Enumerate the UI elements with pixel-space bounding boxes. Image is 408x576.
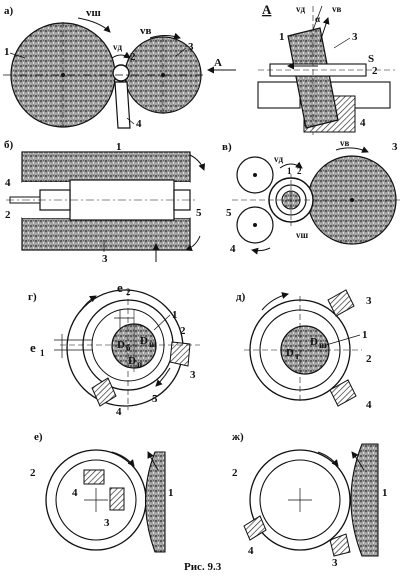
b-label-5: 5 [196, 207, 202, 219]
panel-d: д) D т D ш 3 1 2 4 [236, 289, 372, 411]
label-3: 3 [188, 41, 194, 53]
panel-zh-letter: ж) [232, 431, 244, 443]
e-label-3: 3 [104, 517, 110, 529]
d-label-2: 2 [366, 353, 372, 365]
view-v-drive: vв [332, 4, 342, 14]
zh-label-4: 4 [248, 545, 254, 557]
zh-label-1: 1 [382, 487, 388, 499]
v-label-1: 1 [287, 166, 292, 176]
g-label-4: 4 [116, 406, 122, 418]
v-label-vd: vд [274, 154, 284, 164]
panel-g: г) e 2 e 1 D б D ш D п 1 [28, 280, 200, 418]
label-1: 1 [4, 46, 10, 58]
g-e1: e [30, 340, 36, 355]
g-Db: D [117, 339, 125, 351]
view-label-2: 2 [372, 65, 378, 77]
g-Dsh: D [140, 335, 148, 347]
panel-d-letter: д) [236, 291, 246, 303]
d-Dsh-sub: ш [319, 340, 327, 350]
d-Dt: D [286, 347, 294, 359]
g-e1-sub: 1 [40, 348, 45, 358]
label-v-drive: vв [140, 25, 152, 37]
panel-g-letter: г) [28, 291, 37, 303]
panel-e: е) 2 4 3 1 [30, 431, 174, 553]
d-label-1: 1 [362, 329, 368, 341]
d-Dt-sub: т [295, 351, 300, 361]
v-label-3: 3 [392, 141, 398, 153]
d-label-3: 3 [366, 295, 372, 307]
g-label-2: 2 [180, 325, 186, 337]
view-alpha: α [315, 14, 320, 24]
e-label-2: 2 [30, 467, 36, 479]
view-v-part: vд [296, 4, 306, 14]
panel-zh: ж) 2 4 3 1 [232, 431, 388, 569]
e-label-4: 4 [72, 487, 78, 499]
label-v-wheel: vш [86, 7, 101, 19]
g-Dsh-sub: ш [149, 339, 157, 349]
v-label-2: 2 [297, 166, 302, 176]
grinding-wheel-band [21, 151, 191, 183]
label-4: 4 [136, 118, 142, 130]
g-Db-sub: б [126, 343, 131, 353]
label-v-part: vд [113, 42, 123, 52]
v-label-4: 4 [230, 243, 236, 255]
g-Dn-sub: п [137, 359, 142, 369]
view-label-4: 4 [360, 117, 366, 129]
label-arrow-a: А [214, 57, 222, 69]
d-Dsh: D [310, 336, 318, 348]
v-label-5: 5 [226, 207, 232, 219]
b-label-1: 1 [116, 141, 122, 153]
panel-a-letter: а) [4, 5, 14, 17]
zh-grinding-wheel [350, 443, 379, 557]
figure-caption: Рис. 9.3 [184, 561, 222, 573]
panel-a-view: А vд α vв S 1 3 2 4 [257, 2, 395, 135]
drive-wheel-band [21, 217, 191, 251]
label-2: 2 [130, 51, 136, 63]
view-label-1: 1 [279, 31, 285, 43]
panel-b: б) 1 4 2 5 3 [4, 139, 206, 265]
panel-e-letter: е) [34, 431, 43, 443]
b-label-3: 3 [102, 253, 108, 265]
zh-label-3: 3 [332, 557, 338, 569]
zh-label-2: 2 [232, 467, 238, 479]
panel-b-letter: б) [4, 139, 14, 151]
g-label-1: 1 [172, 309, 178, 321]
d-label-4: 4 [366, 399, 372, 411]
g-e2: e [117, 280, 123, 295]
v-label-vv: vв [340, 138, 350, 148]
b-label-4: 4 [5, 177, 11, 189]
view-letter: А [262, 2, 272, 17]
panel-v-letter: в) [222, 141, 232, 153]
work-rest [114, 81, 131, 129]
panel-v: в) vд vв vш 1 2 3 5 4 [222, 138, 400, 255]
e-grinding-wheel [145, 451, 166, 553]
g-Dn: D [128, 355, 136, 367]
v-label-vsh: vш [296, 230, 309, 240]
view-s: S [368, 53, 374, 65]
g-e2-sub: 2 [126, 287, 131, 297]
e-label-1: 1 [168, 487, 174, 499]
g-label-5: 5 [152, 393, 158, 405]
view-label-3: 3 [352, 31, 358, 43]
b-label-2: 2 [5, 209, 11, 221]
g-label-3: 3 [190, 369, 196, 381]
workpiece [112, 64, 130, 82]
panel-a: а) vш vв vд А 1 2 3 4 [3, 5, 236, 130]
